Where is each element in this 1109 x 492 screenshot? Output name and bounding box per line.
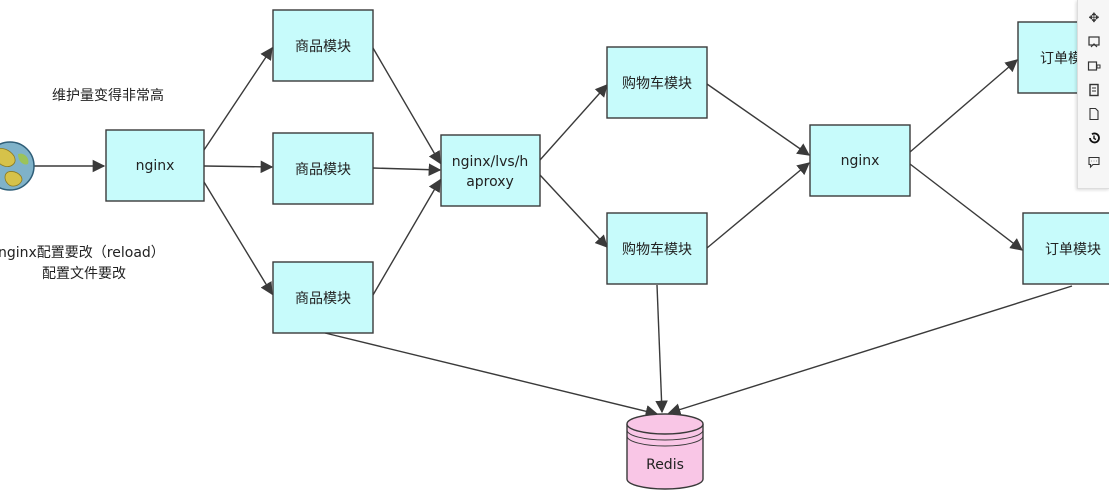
node-order-2[interactable]: 订单模块 (1022, 212, 1109, 285)
history-icon[interactable] (1078, 126, 1109, 150)
node-nginx-entry[interactable]: nginx (105, 129, 205, 202)
node-cart-1[interactable]: 购物车模块 (606, 46, 708, 119)
edge-nginx-product1 (203, 46, 273, 151)
node-product-2[interactable]: 商品模块 (272, 132, 374, 205)
comment-icon[interactable] (1078, 150, 1109, 174)
edge-cart2-redis (655, 284, 668, 414)
node-product-1[interactable]: 商品模块 (272, 9, 374, 82)
node-label: 订单模块 (1045, 242, 1101, 258)
edge-lb-cart2 (539, 174, 608, 248)
redis-label: Redis (646, 457, 684, 473)
node-label: nginx (136, 158, 175, 174)
document-icon[interactable] (1078, 102, 1109, 126)
edge-lb-cart1 (539, 84, 608, 161)
reload-note-line2: 配置文件要改 (42, 266, 126, 282)
node-nginx-mid[interactable]: nginx (809, 124, 911, 197)
edge-cart1-nginx2 (706, 83, 811, 156)
edge-cart2-nginx2 (706, 162, 810, 249)
edge-product3-redis (324, 332, 659, 418)
node-label: 商品模块 (295, 39, 351, 55)
page-icon[interactable] (1078, 78, 1109, 102)
format-icon[interactable] (1078, 30, 1109, 54)
node-label: 购物车模块 (622, 75, 692, 92)
redis-database[interactable]: Redis (626, 413, 704, 490)
edge-nginx-product3 (203, 181, 273, 296)
maintenance-note: 维护量变得非常高 (52, 87, 164, 104)
edge-product2-lb (372, 163, 442, 176)
edge-nginx2-order1 (909, 59, 1018, 153)
side-toolbar: ✥ (1077, 0, 1109, 189)
node-label-line2: aproxy (466, 174, 514, 190)
reload-note-line1: nginx配置要改（reload） (0, 245, 165, 261)
edges (34, 46, 1073, 418)
globe-icon (0, 141, 35, 191)
node-label: 购物车模块 (622, 241, 692, 258)
node-label: 商品模块 (295, 291, 351, 307)
edge-nginx-product2 (203, 160, 274, 174)
edge-order2-redis (667, 285, 1073, 416)
container-icon[interactable] (1078, 54, 1109, 78)
edge-product1-lb (372, 47, 441, 165)
node-load-balancer[interactable]: nginx/lvs/h aproxy (440, 134, 541, 207)
node-label-line1: nginx/lvs/h (452, 154, 529, 170)
move-icon[interactable]: ✥ (1088, 10, 1100, 26)
edge-product3-lb (372, 178, 441, 296)
node-label: 商品模块 (295, 162, 351, 178)
node-cart-2[interactable]: 购物车模块 (606, 212, 708, 285)
node-label: nginx (841, 153, 880, 169)
edge-nginx2-order2 (909, 163, 1023, 251)
node-product-3[interactable]: 商品模块 (272, 261, 374, 334)
